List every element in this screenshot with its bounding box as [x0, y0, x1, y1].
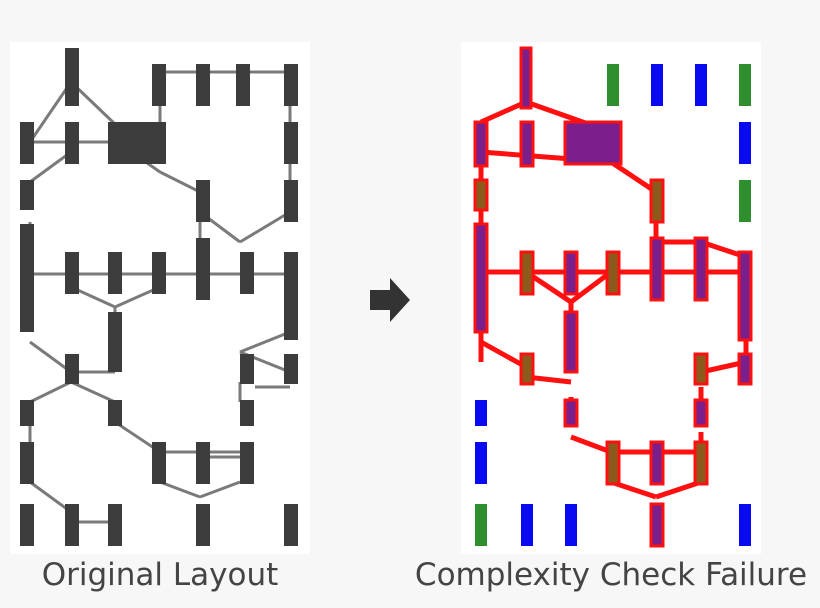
passing-shape-6: [739, 180, 751, 222]
layout-shape-17: [196, 238, 210, 300]
layout-shape-35: [284, 504, 298, 546]
wire-34: [239, 330, 291, 354]
layout-shape-19: [284, 252, 298, 340]
layout-shape-11: [196, 180, 210, 222]
violation-wire-5: [609, 159, 658, 195]
complexity-check-diagram: [473, 46, 753, 548]
wire-22: [29, 380, 72, 404]
layout-shape-9: [284, 122, 298, 164]
violation-shape-5: [473, 178, 489, 212]
violation-shape-6: [649, 178, 665, 224]
layout-shape-27: [20, 442, 34, 484]
violation-shape-23: [649, 502, 665, 548]
layout-shape-20: [108, 312, 122, 372]
violation-wire-2: [479, 99, 528, 125]
violation-shape-15: [519, 352, 535, 386]
original-layout-diagram: [20, 48, 298, 546]
violation-shape-4: [563, 120, 623, 166]
passing-shape-8: [475, 442, 487, 484]
violation-shape-11: [649, 236, 665, 302]
violation-shape-13: [737, 250, 753, 342]
wire-1: [28, 81, 73, 143]
violation-shape-20: [605, 440, 621, 486]
layout-shape-18: [240, 252, 254, 294]
layout-shape-33: [108, 504, 122, 546]
wire-13: [239, 210, 291, 244]
passing-shape-12: [739, 504, 751, 546]
violation-shape-22: [693, 440, 709, 486]
violation-shape-19: [693, 398, 709, 428]
passing-shape-2: [651, 64, 663, 106]
layout-shape-28: [152, 442, 166, 484]
wire-21: [29, 340, 72, 374]
complexity-check-panel: [461, 42, 761, 554]
layout-shape-8: [108, 122, 166, 164]
layout-shape-15: [108, 252, 122, 294]
violation-shape-10: [605, 250, 621, 296]
layout-shape-7: [65, 122, 79, 164]
violation-shape-18: [563, 398, 579, 428]
passing-shape-7: [475, 400, 487, 426]
passing-shape-1: [607, 64, 619, 106]
layout-shape-34: [196, 504, 210, 546]
wire-23: [70, 380, 116, 404]
layout-shape-13: [20, 224, 34, 332]
violation-shape-21: [649, 440, 665, 486]
layout-shape-16: [152, 252, 166, 294]
passing-shape-4: [739, 64, 751, 106]
violation-shape-16: [693, 352, 709, 386]
violation-shape-8: [519, 250, 535, 296]
violation-shape-9: [563, 250, 579, 296]
layout-shape-24: [20, 400, 34, 426]
wire-10: [159, 170, 201, 194]
layout-shape-10: [20, 180, 34, 210]
passing-shape-9: [475, 504, 487, 546]
layout-shape-14: [65, 252, 79, 294]
violation-wire-12: [569, 270, 613, 304]
layout-shape-23: [284, 354, 298, 384]
caption-complexity-check-failure: Complexity Check Failure: [414, 557, 808, 593]
wire-30: [199, 480, 241, 499]
violation-wire-17: [570, 434, 612, 455]
wire-31: [29, 480, 72, 514]
layout-shape-21: [65, 354, 79, 384]
violation-shape-12: [693, 236, 709, 302]
layout-shape-22: [240, 354, 254, 384]
violation-shape-2: [473, 120, 489, 168]
violation-shape-17: [737, 352, 753, 386]
wire-9: [29, 150, 72, 184]
layout-shape-12: [284, 180, 298, 222]
violation-shape-1: [519, 46, 533, 110]
layout-shape-4: [236, 64, 250, 106]
violation-shape-3: [519, 120, 535, 168]
layout-shape-31: [20, 504, 34, 546]
layout-shape-30: [240, 442, 254, 484]
violation-shape-7: [473, 222, 489, 334]
layout-shape-2: [152, 64, 166, 106]
layout-shape-1: [65, 48, 79, 106]
layout-shape-32: [65, 504, 79, 546]
passing-shape-11: [565, 504, 577, 546]
wire-29: [159, 480, 201, 499]
passing-shape-3: [695, 64, 707, 106]
original-layout-panel: [10, 42, 310, 554]
violation-shape-14: [563, 310, 579, 374]
violation-wire-14: [479, 339, 528, 370]
layout-shape-29: [196, 442, 210, 484]
layout-shape-25: [108, 400, 122, 426]
passing-shape-10: [521, 504, 533, 546]
right-arrow-icon: [370, 278, 410, 322]
caption-original-layout: Original Layout: [41, 557, 279, 593]
layout-shape-6: [20, 122, 34, 164]
layout-shape-3: [196, 64, 210, 106]
layout-shape-5: [284, 64, 298, 106]
passing-shape-5: [739, 122, 751, 164]
layout-shape-26: [240, 400, 254, 426]
